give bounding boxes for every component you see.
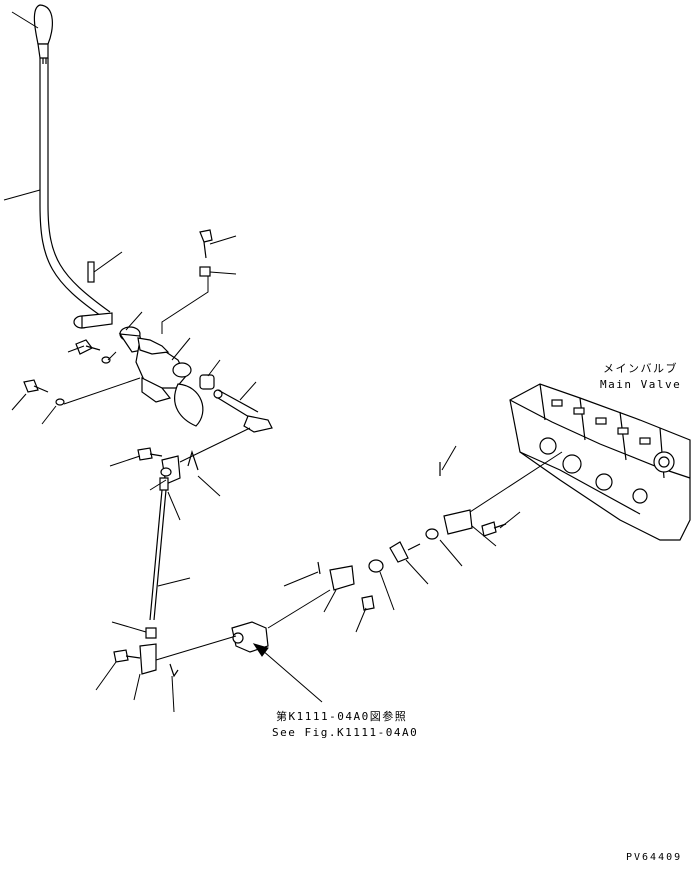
drawing-number: PV64409 bbox=[626, 852, 683, 863]
main-valve-label-en: Main Valve bbox=[600, 378, 682, 391]
upper-fasteners bbox=[23, 229, 213, 406]
reference-label-jp: 第K1111-04A0図参照 bbox=[276, 710, 408, 723]
main-valve bbox=[509, 383, 691, 541]
lower-linkage bbox=[113, 447, 199, 678]
lever-bracket bbox=[73, 312, 215, 427]
leader-lines bbox=[3, 11, 563, 713]
control-lever bbox=[33, 4, 111, 319]
cross-shaft bbox=[213, 389, 273, 433]
reference-label-en: See Fig.K1111-04A0 bbox=[272, 726, 419, 739]
main-valve-label-jp: メインバルブ bbox=[603, 362, 678, 375]
center-clevis bbox=[231, 462, 507, 653]
